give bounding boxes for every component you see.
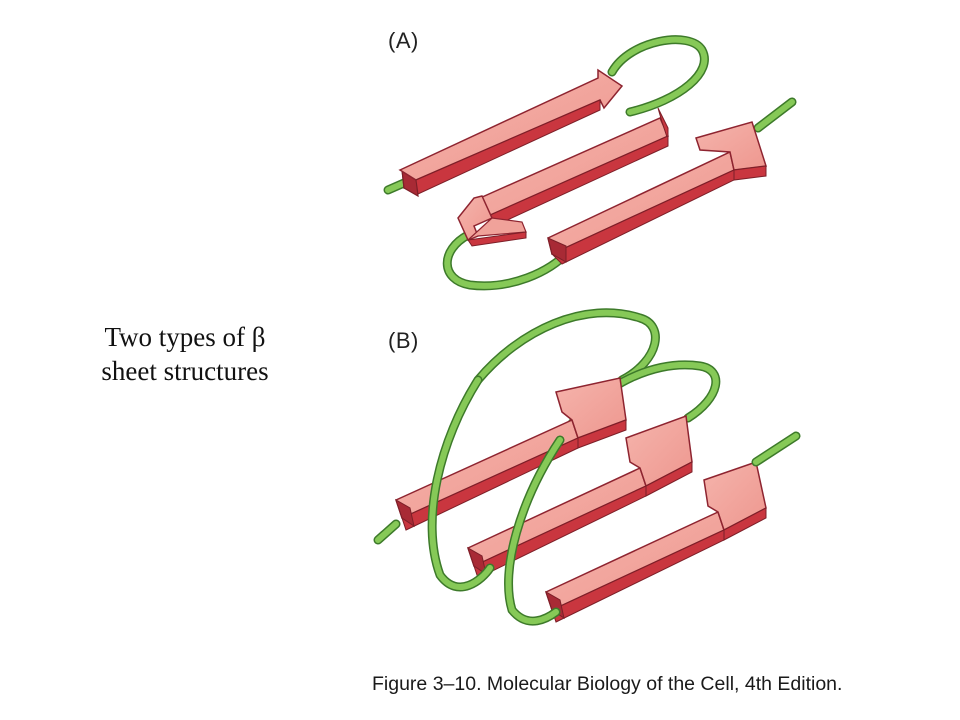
- connecting-loop: [373, 375, 801, 626]
- beta-strand-1: [395, 377, 627, 531]
- panel-b-label: (B): [388, 328, 419, 353]
- beta-strand-3: [545, 461, 767, 623]
- figure-source-caption: Figure 3–10. Molecular Biology of the Ce…: [372, 673, 843, 695]
- caption-line-2: sheet structures: [101, 356, 269, 386]
- beta-strand-2: [457, 107, 669, 247]
- beta-strand-1: [398, 68, 624, 198]
- slide-caption: Two types of β sheet structures: [60, 320, 310, 388]
- caption-line-1: Two types of β: [104, 322, 266, 352]
- panel-a-label: (A): [388, 28, 419, 53]
- beta-strand-3: [547, 121, 767, 265]
